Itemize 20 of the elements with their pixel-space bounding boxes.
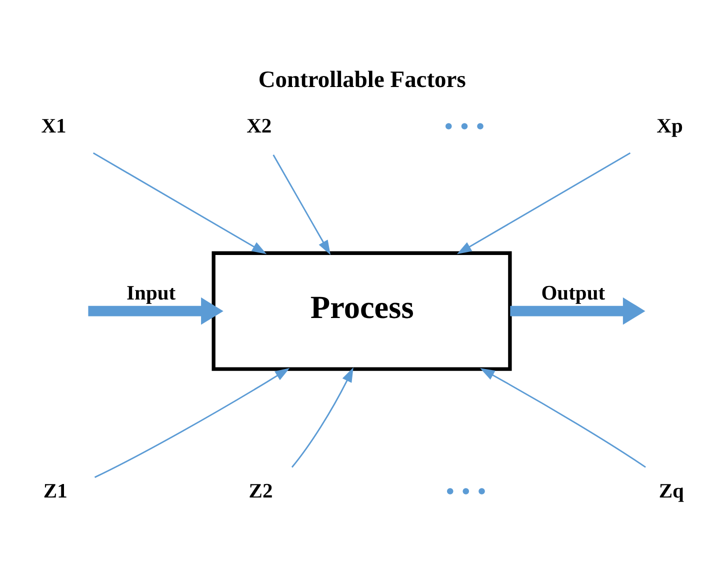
node-text: Z1 — [43, 480, 68, 503]
node-text: Xp — [656, 115, 683, 138]
arrow — [88, 297, 224, 325]
arrow — [92, 152, 267, 254]
node-text: X2 — [246, 115, 272, 138]
arrow — [510, 297, 646, 325]
arrow — [291, 367, 354, 468]
label: • • • — [444, 110, 485, 141]
arrow — [272, 154, 331, 255]
label: • • • — [445, 476, 486, 506]
diagram-title: Controllable Factors — [258, 67, 466, 94]
node-box: Process — [212, 251, 512, 371]
edge-label: Output — [541, 282, 606, 305]
arrow — [480, 368, 646, 468]
edge-label: Input — [126, 282, 176, 305]
arrow — [94, 368, 290, 478]
arrow — [456, 152, 631, 254]
node-text: Zq — [658, 480, 684, 503]
node-text: Z2 — [248, 480, 273, 503]
node-text: X1 — [41, 115, 66, 138]
